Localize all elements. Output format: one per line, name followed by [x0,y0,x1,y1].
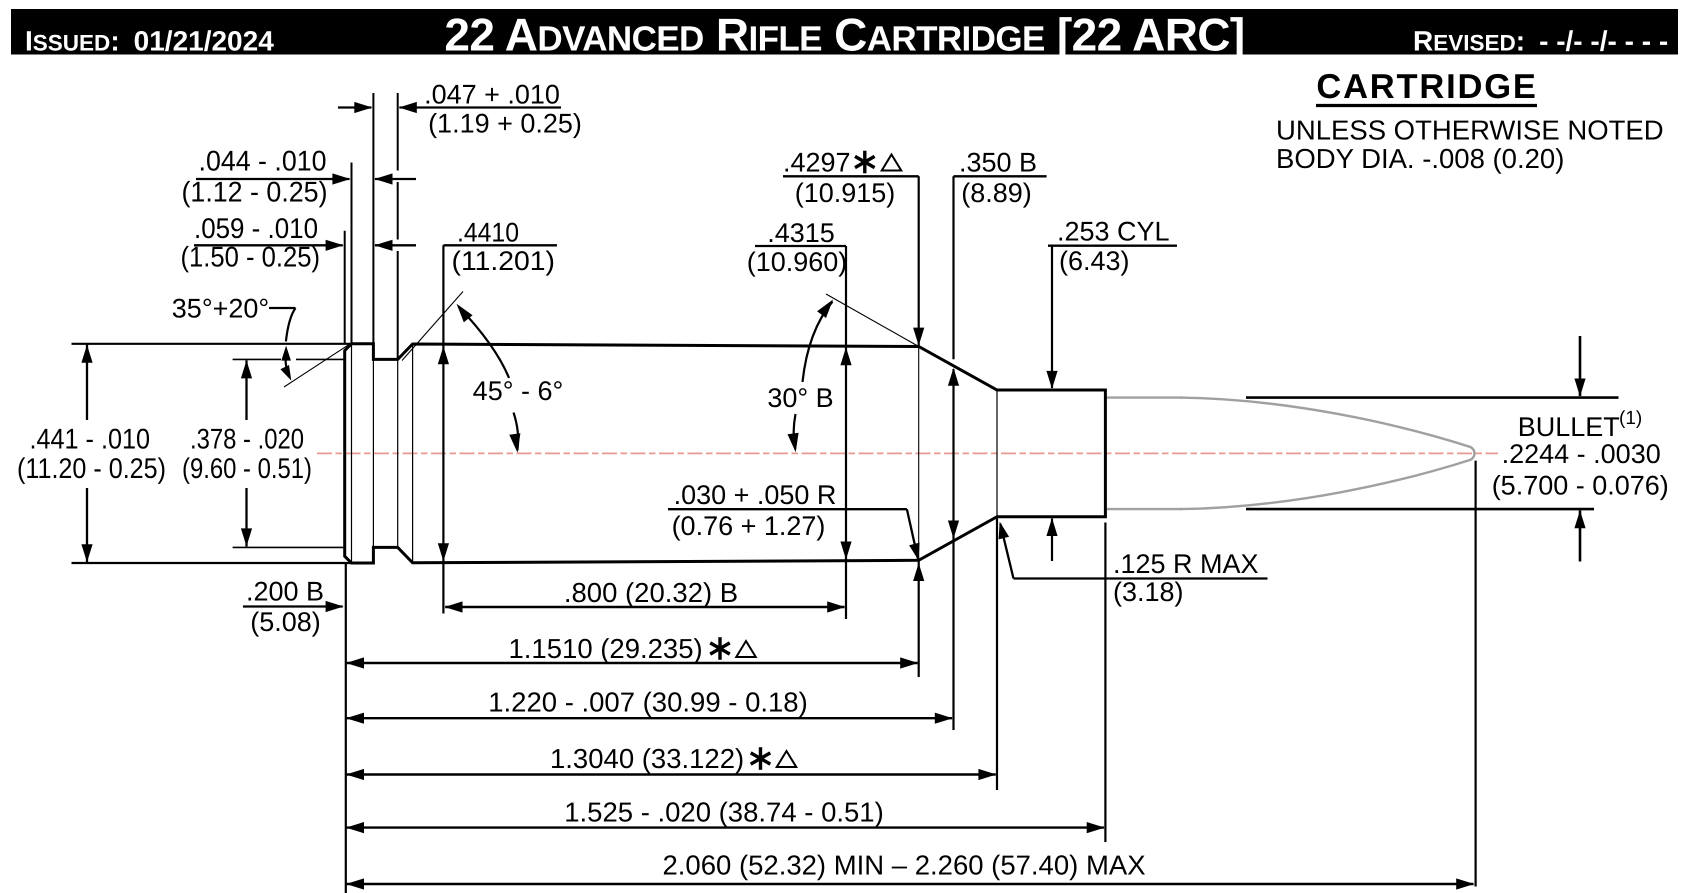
svg-text:1.220 - .007 (30.99 - 0.18): 1.220 - .007 (30.99 - 0.18) [488,687,808,718]
svg-text:(0.76 + 1.27): (0.76 + 1.27) [672,511,826,541]
svg-text:(1.50 - 0.25): (1.50 - 0.25) [181,242,321,274]
svg-text:.4410: .4410 [457,217,519,247]
svg-text:.800 (20.32) B: .800 (20.32) B [564,577,738,608]
svg-text:(9.60 - 0.51): (9.60 - 0.51) [182,453,312,485]
svg-text:.030 + .050 R: .030 + .050 R [674,480,837,510]
svg-text:1.1510 (29.235): 1.1510 (29.235) [509,633,703,664]
svg-text:(10.915): (10.915) [795,178,896,208]
svg-text:(5.08): (5.08) [250,607,321,637]
svg-text:.125 R MAX: .125 R MAX [1113,549,1259,579]
svg-text:.378 - .020: .378 - .020 [190,423,304,455]
svg-text:2.060 (52.32) MIN – 2.260 (57.: 2.060 (52.32) MIN – 2.260 (57.40) MAX [663,850,1146,881]
svg-text:BULLET: BULLET [1518,412,1620,442]
svg-text:.441 - .010: .441 - .010 [30,423,151,455]
svg-text:(1.19 + 0.25): (1.19 + 0.25) [428,109,582,139]
svg-text:(1.12 - 0.25): (1.12 - 0.25) [182,177,328,209]
svg-text:.059 - .010: .059 - .010 [194,213,318,245]
svg-text:45° - 6°: 45° - 6° [473,376,564,406]
svg-text:(8.89): (8.89) [961,178,1032,208]
svg-text:35°+20°: 35°+20° [172,294,269,324]
svg-text:.4297: .4297 [783,148,851,178]
svg-text:.047 + .010: .047 + .010 [424,80,560,110]
svg-text:22 ADVANCED RIFLE CARTRIDGE [2: 22 ADVANCED RIFLE CARTRIDGE [22 ARC] [444,9,1244,61]
svg-text:(6.43): (6.43) [1059,246,1130,276]
svg-text:(5.700 - 0.076): (5.700 - 0.076) [1492,471,1669,501]
svg-text:(3.18): (3.18) [1113,577,1184,607]
svg-text:(11.20 - 0.25): (11.20 - 0.25) [17,453,166,485]
svg-text:CARTRIDGE: CARTRIDGE [1316,68,1537,106]
svg-text:.253 CYL: .253 CYL [1057,216,1170,246]
svg-text:1.3040 (33.122): 1.3040 (33.122) [550,743,744,774]
svg-text:BODY DIA. -.008 (0.20): BODY DIA. -.008 (0.20) [1276,143,1564,174]
svg-text:.4315: .4315 [767,218,835,248]
svg-text:UNLESS OTHERWISE NOTED: UNLESS OTHERWISE NOTED [1276,115,1664,146]
svg-text:.044 - .010: .044 - .010 [199,146,327,178]
svg-text:.2244 - .0030: .2244 - .0030 [1502,439,1661,469]
svg-text:(11.201): (11.201) [452,246,556,276]
svg-text:.200 B: .200 B [246,577,324,607]
svg-text:(10.960): (10.960) [747,247,848,277]
svg-text:ISSUED:01/21/2024: ISSUED:01/21/2024 [25,26,274,57]
svg-text:30° B: 30° B [767,383,833,413]
svg-text:1.525 - .020 (38.74 - 0.51): 1.525 - .020 (38.74 - 0.51) [564,797,884,828]
svg-text:(1): (1) [1619,408,1642,429]
svg-text:.350 B: .350 B [959,148,1037,178]
svg-text:REVISED:- -/- -/- - - -: REVISED:- -/- -/- - - - [1413,26,1668,57]
